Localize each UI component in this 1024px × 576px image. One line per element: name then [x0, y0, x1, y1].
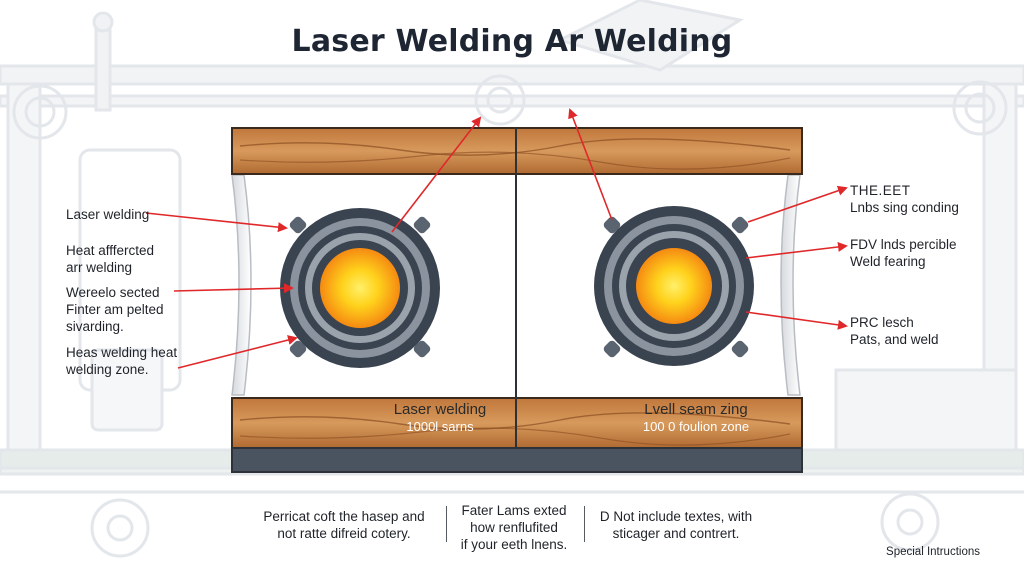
arrow-weld-sected: [173, 283, 294, 294]
label-line: arr welding: [66, 260, 133, 275]
page-title: Laser Welding Ar Welding: [291, 24, 733, 59]
label-line: Weld fearing: [850, 254, 926, 269]
note-line: how renflufited: [470, 520, 558, 535]
note-line: D Not include textes, with: [599, 509, 753, 524]
panel-caption-title: Lvell seam zing: [644, 401, 748, 418]
label-laser-welding: Laser welding: [66, 206, 149, 223]
label-line: THE.EET: [850, 183, 911, 198]
panel-caption-sub: 1000l sarns: [406, 419, 474, 434]
label-weld-sected: Wereelo sected Finter am pelted sivardin…: [66, 284, 164, 335]
note-line: if your eeth lnens.: [460, 537, 568, 552]
bottom-note-3: D Not include textes, with sticager and …: [590, 508, 762, 542]
label-line: FDV lnds percible: [850, 237, 957, 252]
panel-caption-sub: 100 0 foulion zone: [642, 419, 750, 434]
arrow-prc: [745, 311, 848, 330]
callout-arrows: [145, 108, 848, 369]
note-line: sticager and contrert.: [612, 526, 740, 541]
label-line: Wereelo sected: [66, 285, 160, 300]
arrow-top-right: [568, 108, 613, 221]
arrow-fdv: [745, 241, 848, 259]
footer-note: Special Intructions: [886, 546, 980, 558]
bottom-divider-2: [584, 506, 585, 542]
label-heat-affected: Heat afffercted arr welding: [66, 242, 154, 276]
label-the-eet: THE.EET Lnbs sing conding: [850, 182, 959, 216]
label-prc: PRC lesch Pats, and weld: [850, 314, 939, 348]
label-line: Heat afffercted: [66, 243, 155, 258]
note-line: Fater Lams exted: [461, 503, 567, 518]
bottom-divider-1: [446, 506, 447, 542]
panel-caption-left: Laser welding 1000l sarns: [340, 401, 540, 435]
label-heat-zone: Heas welding heat welding zone.: [66, 344, 177, 378]
panel-caption-title: Laser welding: [393, 401, 487, 418]
steel-base: [231, 447, 803, 473]
arrow-the-eet: [747, 185, 848, 223]
arrow-top-left: [391, 116, 482, 233]
arrow-laser-welding: [145, 212, 288, 233]
specimen-block: [231, 127, 803, 473]
note-line: not ratte difreid cotery.: [277, 526, 411, 541]
label-line: Lnbs sing conding: [850, 200, 959, 215]
label-line: Pats, and weld: [850, 332, 939, 347]
right-weld-ring: [594, 206, 754, 366]
label-line: sivarding.: [66, 319, 124, 334]
label-line: Laser welding: [66, 207, 150, 222]
panel-caption-right: Lvell seam zing 100 0 foulion zone: [596, 401, 796, 435]
note-line: Perricat coft the hasep and: [263, 509, 425, 524]
label-fdv: FDV lnds percible Weld fearing: [850, 236, 957, 270]
label-line: Finter am pelted: [66, 302, 164, 317]
label-line: PRC lesch: [850, 315, 914, 330]
bottom-note-2: Fater Lams exted how renflufited if your…: [448, 502, 580, 553]
label-line: welding zone.: [66, 362, 149, 377]
bottom-note-1: Perricat coft the hasep and not ratte di…: [246, 508, 442, 542]
left-weld-ring: [280, 208, 440, 368]
label-line: Heas welding heat: [66, 345, 178, 360]
arrow-heat-zone: [177, 335, 298, 369]
